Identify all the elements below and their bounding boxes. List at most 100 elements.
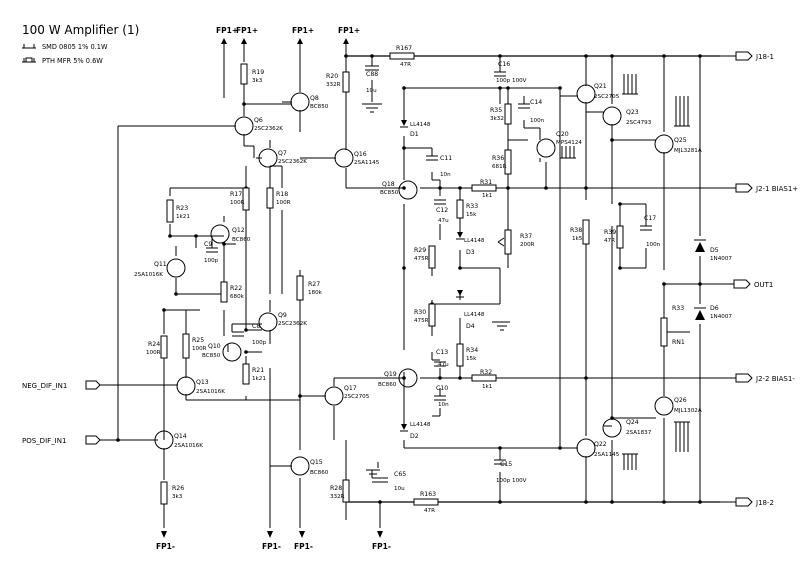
d4-symbol [457,290,463,296]
label-q25-value: MJL3281A [674,148,702,154]
label-c13-id: C13 [436,349,448,356]
label-c13-value: 47u [438,362,449,368]
q15-body [290,456,310,476]
c13-plates [434,361,446,367]
r33-body [456,199,464,219]
label-r29-value: 475R [414,256,429,262]
label-q10-id: Q10 [208,343,221,350]
label-q12-value: BC860 [232,237,251,243]
rail-bottom-4: FP1- [372,542,391,551]
label-r18-id: R18 [276,191,288,198]
rail-bottom-3: FP1- [294,542,313,551]
c11-plates [426,155,438,161]
q8-body [290,92,310,112]
label-q7-value: 2SC2362K [278,159,307,165]
label-q23-id: Q23 [626,109,639,116]
r18-body [266,187,274,209]
label-q26-value: MJL1302A [674,408,702,414]
label-c8-id: C8 [252,323,260,330]
r17-body [242,187,250,211]
component-labels: R19 3k3 Q8 BC850 Q6 2SC2362K Q7 2SC2362K… [134,45,732,514]
r39-body [616,225,624,249]
label-c16-value: 100p 100V [496,78,527,84]
label-c17-id: C17 [644,215,656,222]
label-q11-value: 2SA1016K [134,272,163,278]
label-q12-id: Q12 [232,227,245,234]
r163-body [413,498,439,506]
c8-plates [232,331,244,337]
rail-top-1: FP1+ [216,26,238,35]
label-c12-value: 47u [438,218,449,224]
label-r37-value: 200R [520,242,535,248]
label-q9-id: Q9 [278,312,287,319]
d3-symbol [457,232,463,238]
r32-body [471,374,497,382]
transistors [154,84,674,476]
label-c15-id: C15 [500,461,512,468]
q12-body [210,224,230,244]
label-c88-id: C88 [366,71,378,78]
r30-body [428,303,436,327]
q10-body [222,342,242,362]
connector-j18-2: J18-2 [755,499,774,507]
q18-body [398,180,418,200]
label-c14-id: C14 [530,99,542,106]
label-r163-value: 47R [424,508,435,514]
label-q22-value: 2SA1145 [594,452,620,458]
d6-symbol [695,310,705,320]
c16-plates [494,71,506,77]
q19-body [398,368,418,388]
label-r167-value: 47R [400,62,411,68]
label-r35-value: 3k32 [490,116,504,122]
label-q17-id: Q17 [344,385,357,392]
resistors [160,52,668,506]
label-q13-id: Q13 [196,379,209,386]
label-q16-value: 2SA1145 [354,160,380,166]
q13-body [176,376,196,396]
r24-body [160,335,168,359]
q23-body [602,106,622,126]
label-d2-value: LL4148 [410,422,431,428]
r167-body [389,52,415,60]
label-q14-value: 2SA1016K [174,443,203,449]
c10-plates [434,395,446,401]
label-r20-value: 332R [326,82,341,88]
label-q13-value: 2SA1016K [196,389,225,395]
q7-body [258,148,278,168]
capacitors [206,65,652,483]
label-d5-id: D5 [710,247,719,254]
top-rails: FP1+ FP1+ FP1+ FP1+ [216,26,360,44]
ground-c65 [366,469,380,475]
label-r39-id: R39 [604,229,616,236]
rail-top-4: FP1+ [338,26,360,35]
ground-c88 [362,103,382,113]
label-q24-value: 2SA1837 [626,430,652,436]
q17-body [324,386,344,406]
label-q25-id: Q25 [674,137,687,144]
label-q17-value: 2SC2705 [344,394,370,400]
label-c14-value: 100n [530,118,545,124]
legend-smd-text: SMD 0805 1% 0.1W [42,43,108,51]
label-d5-value: 1N4007 [710,256,732,262]
heatsinks [560,74,690,470]
r37-body [504,229,512,255]
wiring [100,44,736,528]
r37-wiper [497,237,505,247]
label-r20-id: R20 [326,73,338,80]
label-r27-id: R27 [308,281,320,288]
input-neg-dif: NEG_DIF_IN1 [22,382,67,390]
label-q20-value: MPS4124 [556,140,582,146]
label-r17-id: R17 [230,191,242,198]
label-q26-id: Q26 [674,397,687,404]
label-r24-value: 100R [146,350,161,356]
c88-plates [365,65,379,71]
r22-body [220,281,228,303]
label-q22-id: Q22 [594,441,607,448]
rail-top-3: FP1+ [292,26,314,35]
label-q15-value: BC860 [310,470,329,476]
label-r31-value: 1k1 [482,193,493,199]
label-rn1: RN1 [672,339,685,346]
q20-body [536,138,556,158]
d2-symbol [401,424,407,430]
label-r34-id: R34 [466,347,478,354]
